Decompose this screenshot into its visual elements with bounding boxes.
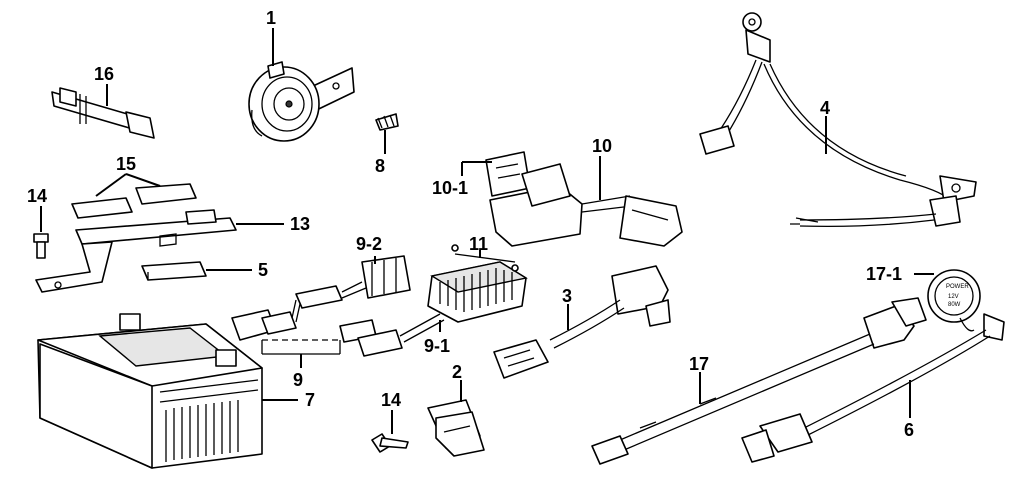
battery-part: [37, 313, 263, 469]
relay-10-part: [485, 151, 683, 247]
callout-3: 3: [562, 286, 572, 306]
harness-9-part: [231, 255, 445, 357]
callout-14-bottom: 14: [381, 390, 401, 410]
socket-cap-part: POWER 12V 80W: [927, 269, 981, 332]
pads-part: [71, 183, 197, 219]
callout-13: 13: [290, 214, 310, 234]
horn-part: [248, 61, 355, 142]
cable-6-part: [741, 313, 1005, 463]
callout-5: 5: [258, 260, 268, 280]
callout-16: 16: [94, 64, 114, 84]
cap-text-12v: 12V: [948, 294, 959, 300]
bolt-bottom-part: [371, 433, 409, 453]
callout-11: 11: [469, 234, 488, 254]
cap-text-power: POWER: [946, 284, 969, 290]
callout-17: 17: [689, 354, 709, 374]
callout-17-1: 17-1: [866, 264, 902, 284]
harness-4-part: [699, 12, 977, 228]
wire-3-part: [493, 265, 671, 379]
callout-8: 8: [375, 156, 385, 176]
battery-fins: [165, 400, 239, 462]
callout-9: 9: [293, 370, 303, 390]
bolt-top-part: [33, 233, 49, 259]
bracket-part: [35, 209, 237, 293]
callout-14-top: 14: [27, 186, 47, 206]
callout-2: 2: [452, 362, 462, 382]
callout-6: 6: [904, 420, 914, 440]
callout-1: 1: [266, 8, 276, 28]
callout-9-2: 9-2: [356, 234, 382, 254]
callout-9-1: 9-1: [424, 336, 450, 356]
callout-10-1: 10-1: [432, 178, 468, 198]
clip-bracket-part: [427, 399, 485, 457]
sponge-part: [141, 261, 207, 281]
callout-4: 4: [820, 98, 830, 118]
callout-15: 15: [116, 154, 136, 174]
callout-10: 10: [592, 136, 612, 156]
strap-part: [51, 87, 155, 139]
screw-part: [375, 113, 399, 131]
cap-text-80w: 80W: [948, 302, 961, 308]
regulator-part: [427, 244, 528, 323]
socket-cable-17-part: [591, 297, 927, 465]
callout-7: 7: [305, 390, 315, 410]
